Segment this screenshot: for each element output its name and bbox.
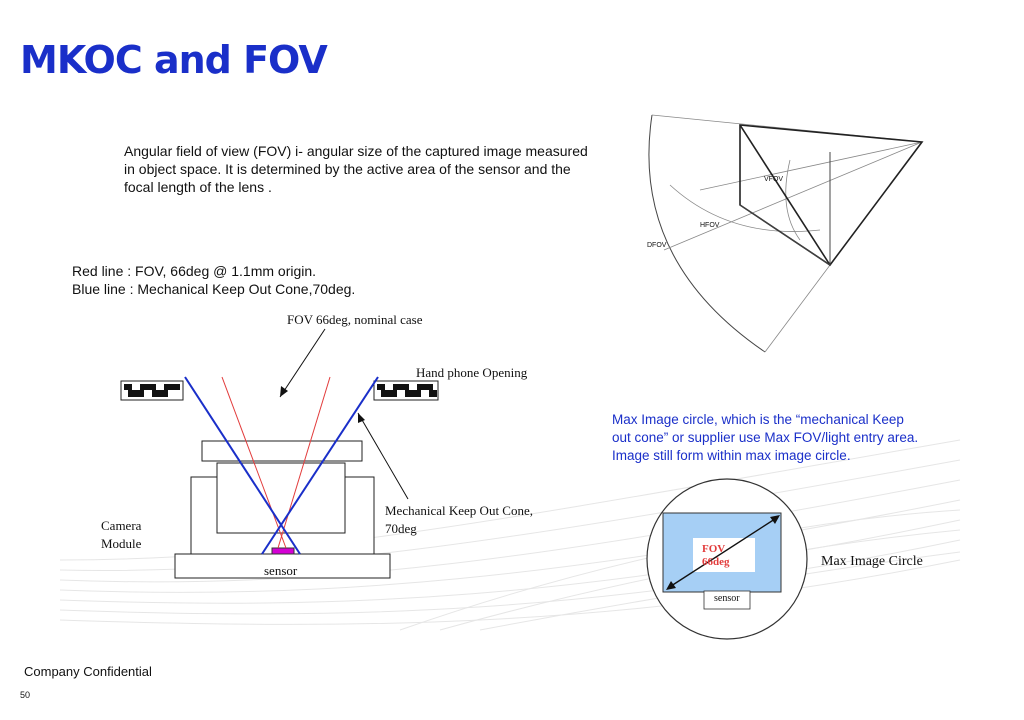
page-number: 50 (20, 690, 31, 700)
sensor-inner-box (693, 538, 755, 572)
lens-barrel (216, 462, 346, 534)
pyramid-front-face (739, 124, 924, 267)
circle-fov-label-line-2: 66deg (702, 556, 730, 568)
hand-phone-opening-left (120, 380, 184, 401)
red-line-legend: Red line : FOV, 66deg @ 1.1mm origin. (72, 263, 317, 279)
definition-text: Angular field of view (FOV) i- angular s… (124, 142, 588, 196)
definition-line-3: focal length of the lens . (124, 179, 272, 195)
image-circle-desc-line-3: Image still form within max image circle… (612, 448, 851, 463)
circle-fov-label: FOV 66deg (702, 543, 730, 569)
camera-module-label: Camera Module (101, 517, 141, 553)
hand-phone-opening-right (373, 380, 439, 401)
vfov-label: VFOV (764, 176, 784, 183)
hfov-label: HFOV (700, 222, 720, 229)
fov-line-right (277, 376, 331, 549)
image-circle-diagram (646, 478, 808, 640)
sensor-chip (271, 547, 295, 555)
mkoc-label-line-1: Mechanical Keep Out Cone, (385, 503, 534, 518)
confidential-footer: Company Confidential (24, 664, 152, 679)
image-circle-desc-line-2: out cone” or supplier use Max FOV/light … (612, 430, 919, 445)
dfov-arc (648, 114, 766, 353)
fov-pyramid-diagram (648, 114, 924, 353)
image-circle-description: Max Image circle, which is the “mechanic… (612, 411, 918, 465)
vfov-arc (785, 159, 801, 241)
definition-line-2: in object space. It is determined by the… (124, 161, 571, 177)
max-image-circle-label: Max Image Circle (821, 554, 923, 569)
sensor-base (174, 553, 391, 579)
blue-line-legend: Blue line : Mechanical Keep Out Cone,70d… (72, 281, 356, 297)
lens-cap (201, 440, 363, 462)
camera-module-label-line-1: Camera (101, 518, 142, 533)
hfov-arc (669, 184, 821, 232)
diagonal-arrow (667, 516, 779, 589)
line-legend: Red line : FOV, 66deg @ 1.1mm origin. Bl… (72, 262, 355, 298)
fov-nominal-label: FOV 66deg, nominal case (287, 312, 423, 327)
image-circle-desc-line-1: Max Image circle, which is the “mechanic… (612, 412, 904, 427)
hand-phone-opening-label: Hand phone Opening (416, 365, 528, 380)
camera-cross-section (120, 328, 439, 579)
fov-line-left (221, 376, 287, 549)
sensor-label: sensor (264, 563, 298, 578)
circle-sensor-label: sensor (714, 593, 740, 604)
mkoc-line-right (261, 376, 379, 555)
sensor-base-box (703, 590, 751, 610)
mkoc-callout-arrow (357, 412, 409, 500)
camera-module-label-line-2: Module (101, 536, 142, 551)
mkoc-label-line-2: 70deg (385, 521, 417, 536)
fov-callout-arrow (279, 328, 326, 398)
definition-line-1: Angular field of view (FOV) i- angular s… (124, 143, 588, 159)
circle-fov-label-line-1: FOV (702, 543, 726, 555)
page-title: MKOC and FOV (20, 38, 328, 82)
dfov-label: DFOV (647, 242, 667, 249)
mkoc-label: Mechanical Keep Out Cone, 70deg (385, 502, 533, 538)
